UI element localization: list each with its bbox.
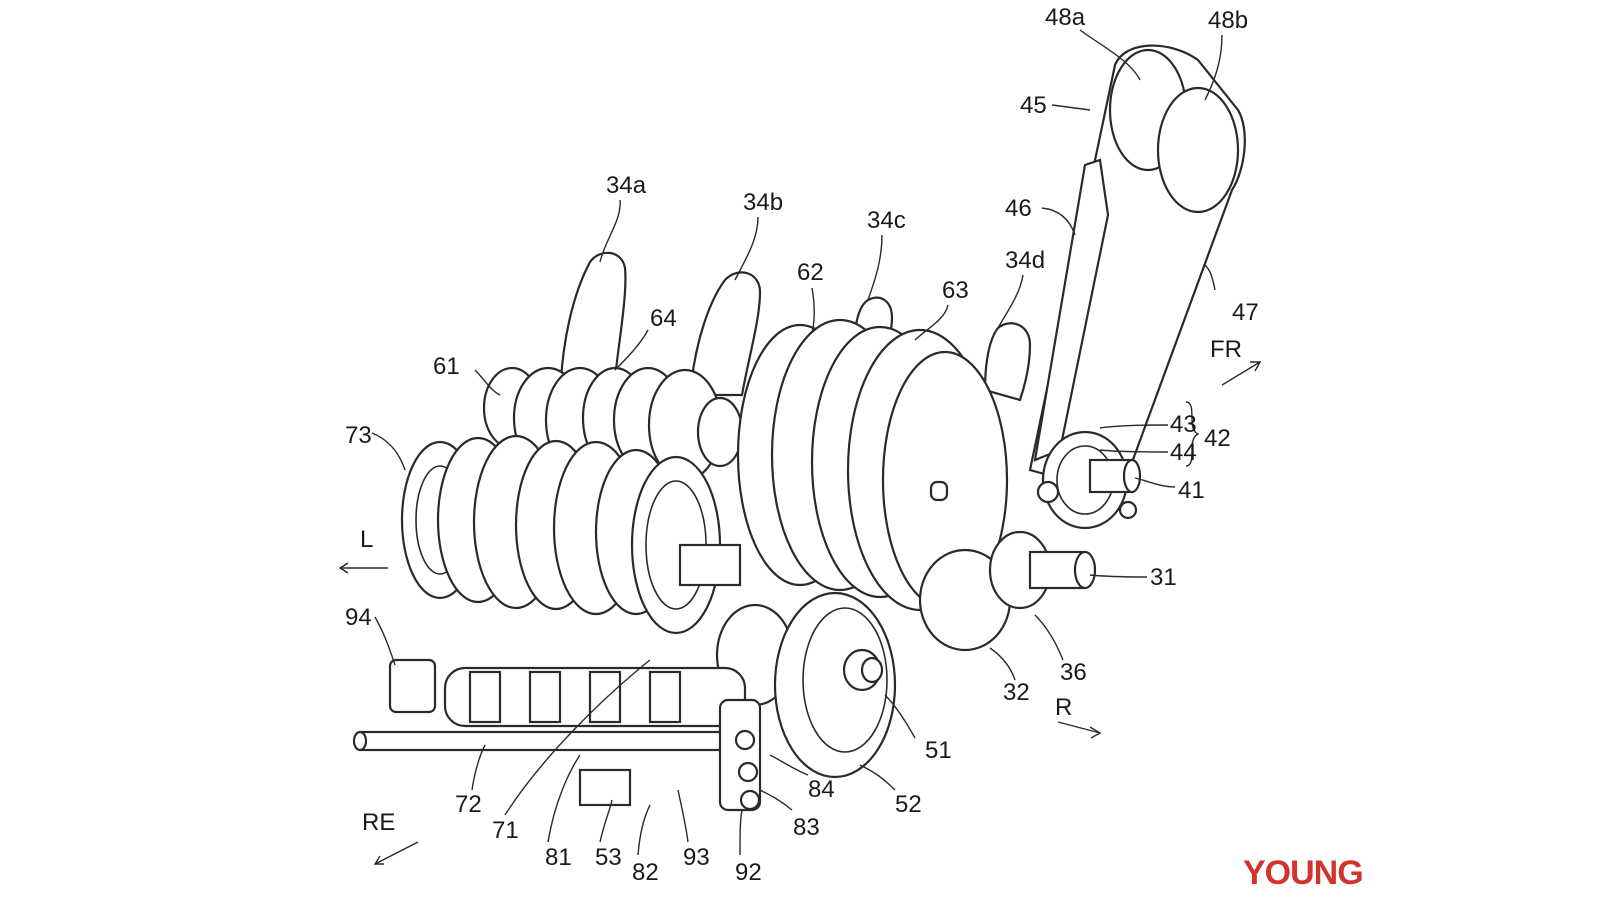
leader-lines — [371, 29, 1223, 856]
lever-46 — [1033, 158, 1110, 462]
label-81: 81 — [545, 844, 572, 871]
label-64: 64 — [650, 305, 677, 332]
direction-fr-label: FR — [1210, 336, 1242, 363]
label-93: 93 — [683, 844, 710, 871]
label-83: 83 — [793, 814, 820, 841]
direction-arrows — [338, 361, 1262, 865]
label-41: 41 — [1178, 477, 1205, 504]
actuator-94 — [388, 658, 437, 714]
shift-drum-assembly — [352, 658, 762, 812]
label-52: 52 — [895, 791, 922, 818]
young-machine-logo: YOUNG — [1243, 854, 1363, 892]
shift-fork-34b — [688, 271, 762, 397]
label-94: 94 — [345, 604, 372, 631]
label-32: 32 — [1003, 679, 1030, 706]
direction-re-label: RE — [362, 809, 395, 836]
direction-r-label: R — [1055, 694, 1072, 721]
label-47: 47 — [1232, 299, 1259, 326]
label-48a: 48a — [1045, 4, 1086, 31]
belt-drive — [1028, 44, 1246, 530]
label-31: 31 — [1150, 564, 1177, 591]
label-72: 72 — [455, 791, 482, 818]
direction-labels: FR L R RE — [360, 336, 1242, 836]
clutch-assembly — [736, 318, 1009, 612]
pulley-52 — [715, 591, 897, 779]
label-62: 62 — [797, 259, 824, 286]
part-labels: 34a 34b 34c 34d 48a 48b 45 46 47 61 62 6… — [345, 4, 1259, 886]
label-53: 53 — [595, 844, 622, 871]
label-44: 44 — [1170, 439, 1197, 466]
label-34a: 34a — [606, 172, 647, 199]
label-43: 43 — [1170, 411, 1197, 438]
label-82: 82 — [632, 859, 659, 886]
shift-shaft — [358, 730, 752, 752]
label-45: 45 — [1020, 92, 1047, 119]
label-34b: 34b — [743, 189, 783, 216]
roller-48b — [1156, 86, 1240, 214]
label-84: 84 — [808, 776, 835, 803]
shift-fork-34d — [983, 322, 1032, 402]
label-42: 42 — [1204, 425, 1231, 452]
label-36: 36 — [1060, 659, 1087, 686]
label-63: 63 — [942, 277, 969, 304]
bracket-42 — [1185, 401, 1200, 467]
lower-shaft — [400, 434, 742, 635]
direction-l-label: L — [360, 526, 373, 553]
label-73: 73 — [345, 422, 372, 449]
bracket-92 — [718, 698, 762, 812]
label-51: 51 — [925, 737, 952, 764]
label-48b: 48b — [1208, 7, 1248, 34]
label-71: 71 — [492, 817, 519, 844]
label-61: 61 — [433, 353, 460, 380]
label-92: 92 — [735, 859, 762, 886]
label-34d: 34d — [1005, 247, 1045, 274]
label-46: 46 — [1005, 195, 1032, 222]
output-shaft — [918, 530, 1097, 652]
label-34c: 34c — [867, 207, 906, 234]
